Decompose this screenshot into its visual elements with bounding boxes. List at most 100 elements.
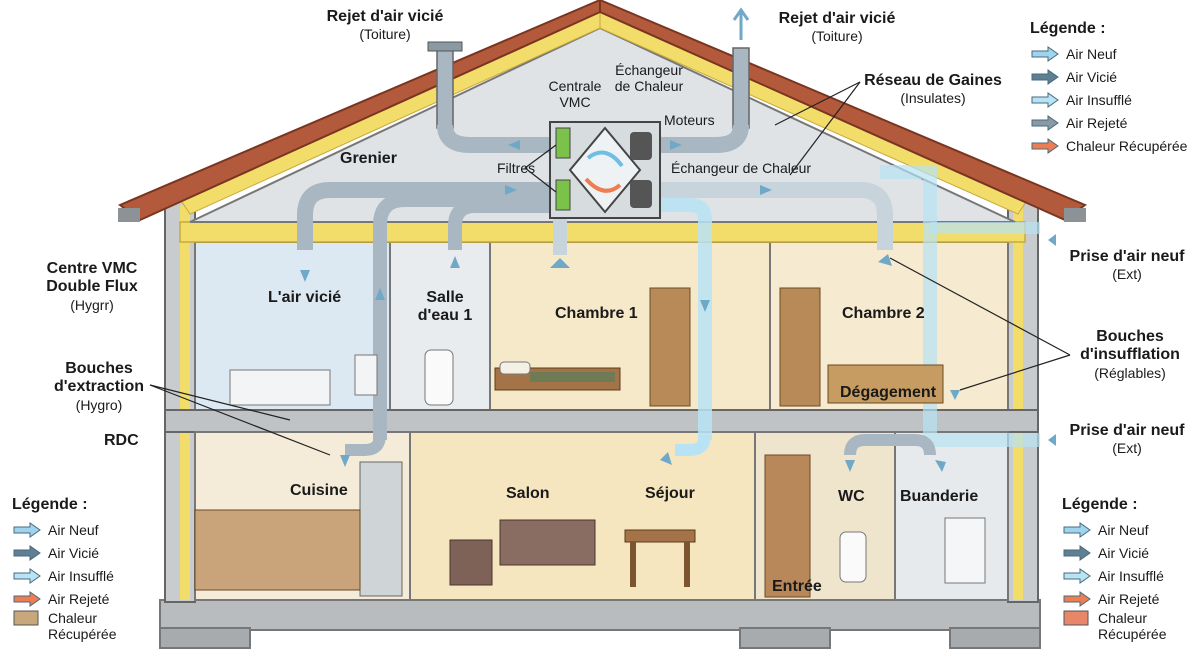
heat-arrow-1	[586, 150, 624, 168]
air-vicie-room-label: L'air vicié	[268, 289, 342, 306]
legend-arrow-icon	[13, 544, 41, 561]
prise-bottom-label: Prise d'air neuf (Ext)	[1062, 422, 1192, 456]
legend-item-label: Air Rejeté	[48, 590, 110, 607]
roof-vent-left	[436, 47, 454, 129]
legend-bottom-right-item: Air Vicié	[1062, 541, 1167, 564]
degagement-label: Dégagement	[840, 384, 937, 401]
airflow-arrows	[300, 140, 1056, 472]
duct-exhaust-right	[658, 124, 749, 153]
legend-item-label: Air Insufflé	[1066, 91, 1132, 108]
echangeur-side-label: Échangeur de Chaleur	[671, 160, 812, 176]
duct-supply-living	[658, 198, 712, 440]
prise-top-sub: (Ext)	[1112, 266, 1142, 283]
roof-exhaust-right-sub: (Toiture)	[811, 28, 863, 45]
duct-extract-bath	[448, 199, 552, 250]
legend-swatch-icon	[13, 610, 39, 626]
legend-item-label: Air Rejeté	[1098, 590, 1160, 607]
bouches-extr-title: Bouches d'extraction	[53, 360, 145, 396]
gutter-right	[1064, 208, 1086, 222]
legend-bottom-right-item: Air Rejeté	[1062, 587, 1167, 610]
foundation-footing-left	[159, 627, 251, 649]
duct-supply-right	[658, 182, 893, 250]
legend-swatch-icon	[1063, 610, 1089, 626]
prise-top-label: Prise d'air neuf (Ext)	[1062, 248, 1192, 282]
gutter-left	[118, 208, 140, 222]
legend-item-label: Air Neuf	[1098, 521, 1149, 538]
rdc-label: RDC	[104, 432, 139, 449]
legend-item-label: Air Neuf	[48, 521, 99, 538]
legend-arrow-icon	[1063, 544, 1091, 561]
legend-arrow-icon	[1031, 45, 1059, 62]
centre-vmc-sub: (Hygrr)	[70, 296, 114, 313]
buanderie-label: Buanderie	[900, 488, 979, 505]
filtres-label: Filtres	[497, 160, 536, 176]
salle-eau-label: Salle d'eau 1	[417, 289, 473, 325]
legend-item-label: Air Rejeté	[1066, 114, 1128, 131]
reseau-title: Réseau de Gaines	[864, 72, 1002, 89]
legend-top-item: Air Vicié	[1030, 65, 1187, 88]
echangeur-top-label: Échangeur de Chaleur	[614, 62, 684, 95]
legend-bottom-left-item: Chaleur Récupérée	[12, 610, 117, 648]
prise-top-title: Prise d'air neuf	[1069, 248, 1185, 265]
legend-item-label: Chaleur Récupérée	[48, 610, 117, 642]
legend-item-label: Air Neuf	[1066, 45, 1117, 62]
foundation	[159, 599, 1041, 631]
grenier-label: Grenier	[340, 150, 397, 167]
entree-label: Entrée	[772, 578, 822, 595]
reseau-label: Réseau de Gaines (Insulates)	[848, 72, 1018, 106]
foundation-footing-mid	[739, 627, 831, 649]
legend-arrow-icon	[13, 567, 41, 584]
legend-arrow-icon	[1031, 137, 1059, 154]
vmc-exchanger	[568, 126, 642, 214]
legend-bottom-left-item: Air Rejeté	[12, 587, 117, 610]
floor-slab	[164, 409, 1039, 433]
vmc-filter-top	[555, 127, 571, 159]
chambre1-label: Chambre 1	[555, 305, 638, 322]
exhaust-arrow-right	[732, 7, 750, 40]
duct-wc	[844, 434, 936, 456]
duct-extract-kitchen	[373, 193, 552, 440]
legend-arrow-icon	[1063, 567, 1091, 584]
legend-item-label: Air Vicié	[1066, 68, 1118, 85]
salon-label: Salon	[506, 485, 550, 502]
legend-top-item: Air Neuf	[1030, 42, 1187, 65]
vmc-filter-bottom	[555, 179, 571, 211]
legend-item-label: Air Insufflé	[48, 567, 114, 584]
centre-vmc-label: Centre VMC Double Flux (Hygrr)	[30, 260, 154, 313]
legend-bottom-left-item: Air Neuf	[12, 518, 117, 541]
roof-vent-left-cap	[427, 41, 463, 52]
legend-top-item: Air Insufflé	[1030, 88, 1187, 111]
legend-item-label: Air Vicié	[1098, 544, 1150, 561]
reseau-sub: (Insulates)	[900, 90, 966, 107]
roof-exhaust-left-sub: (Toiture)	[359, 26, 411, 43]
duct-kitchen-branch	[345, 434, 386, 456]
vmc-motor-top	[630, 132, 652, 160]
centrale-label: Centrale VMC	[548, 78, 602, 111]
roof-exhaust-right-label: Rejet d'air vicié (Toiture)	[752, 10, 922, 44]
legend-item-label: Chaleur Récupérée	[1066, 137, 1188, 154]
legend-bottom-right-item: Air Neuf	[1062, 518, 1167, 541]
vmc-motor-bottom	[630, 180, 652, 208]
room-buanderie	[894, 431, 1009, 601]
bouches-insuff-label: Bouches d'insufflation (Réglables)	[1070, 328, 1190, 381]
legend-arrow-icon	[13, 521, 41, 538]
heat-arrow-2	[584, 177, 622, 193]
sejour-label: Séjour	[645, 485, 695, 502]
legend-bottom-right-item: Air Insufflé	[1062, 564, 1167, 587]
prise-bottom-sub: (Ext)	[1112, 440, 1142, 457]
bouches-insuff-sub: (Réglables)	[1094, 364, 1166, 381]
legend-bottom-left-title: Légende :	[12, 496, 88, 513]
centre-vmc-title: Centre VMC Double Flux	[46, 260, 138, 296]
legend-arrow-icon	[1031, 91, 1059, 108]
legend-arrow-icon	[1031, 68, 1059, 85]
duct-extract-left	[297, 182, 552, 250]
legend-arrow-icon	[1031, 114, 1059, 131]
legend-arrow-icon	[1063, 521, 1091, 538]
